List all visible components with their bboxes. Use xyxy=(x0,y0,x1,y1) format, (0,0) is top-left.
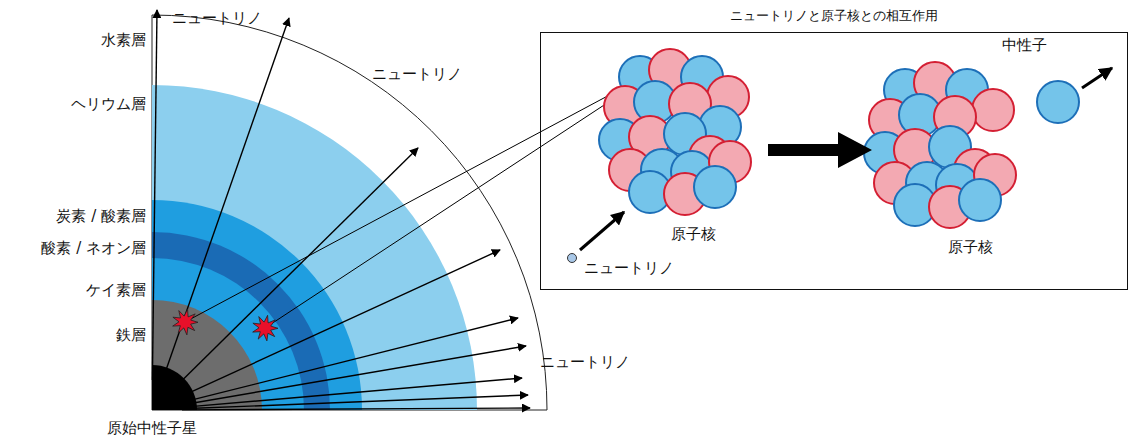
neutron-label: 中性子 xyxy=(1002,36,1047,54)
interaction-burst xyxy=(173,309,198,335)
neutrino-arrow xyxy=(162,18,289,382)
core-label: 原始中性子星 xyxy=(107,419,197,437)
panel-title: ニュートリノと原子核との相互作用 xyxy=(541,8,1127,24)
leader-line xyxy=(185,84,630,322)
neutrino-label: ニュートリノ xyxy=(172,9,262,27)
layer-label: ヘリウム層 xyxy=(71,95,146,113)
reaction-arrow xyxy=(768,132,872,168)
layer-label: 酸素 / ネオン層 xyxy=(41,239,146,257)
neutrino-arrow xyxy=(181,318,518,403)
inset-panel: ニュートリノと原子核との相互作用 xyxy=(540,32,1128,290)
nucleus-label: 原子核 xyxy=(948,238,993,256)
neutrino-label: ニュートリノ xyxy=(372,65,462,83)
nucleus xyxy=(599,49,751,215)
neutrino-label: ニュートリノ xyxy=(540,353,630,371)
neutrino-arrow xyxy=(182,408,530,410)
neutrino-dot xyxy=(568,254,577,263)
neutrino-arrow xyxy=(179,250,500,397)
neutron xyxy=(1037,81,1079,123)
layer-label: 鉄層 xyxy=(116,326,146,344)
layer-label: 炭素 / 酸素層 xyxy=(56,207,146,225)
inset-ground xyxy=(540,32,1128,290)
neutrino-arrow xyxy=(182,378,522,407)
nucleus xyxy=(864,62,1016,228)
layer-label: 水素層 xyxy=(101,31,146,49)
neutrino-label: ニュートリノ xyxy=(584,259,674,277)
star-layer xyxy=(152,15,547,410)
star-layer xyxy=(152,85,477,410)
leader-line xyxy=(265,88,630,328)
neutrino-arrow xyxy=(182,346,526,405)
neutron-arrow xyxy=(1082,68,1112,88)
nucleus-label: 原子核 xyxy=(671,225,716,243)
interaction-burst xyxy=(253,315,278,341)
neutrino-arrow xyxy=(182,395,528,409)
neutrino-arrow xyxy=(152,10,157,380)
layer-label: ケイ素層 xyxy=(86,281,146,299)
neutrino-arrow xyxy=(580,212,624,250)
